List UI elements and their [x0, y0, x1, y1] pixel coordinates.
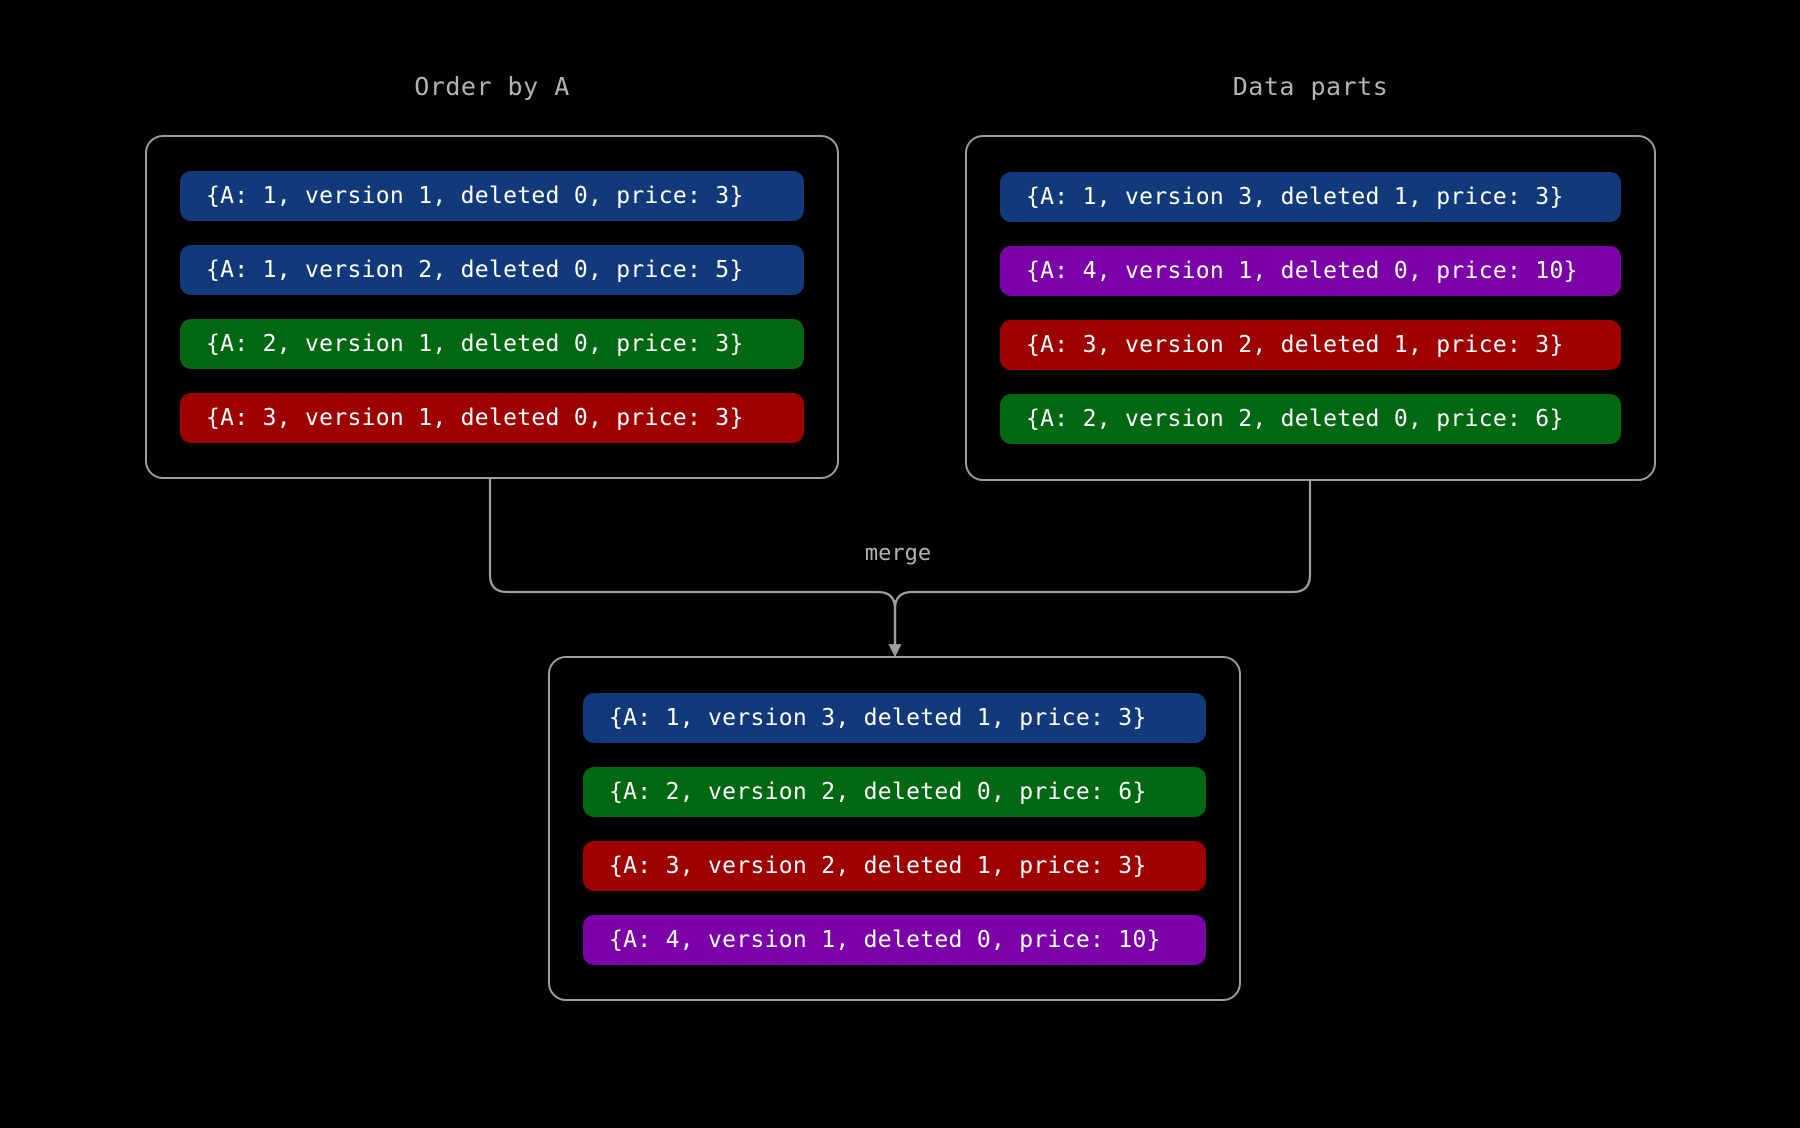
merge-edge-label: merge [864, 541, 932, 566]
record-row[interactable]: {A: 2, version 1, deleted 0, price: 3} [180, 319, 804, 369]
record-row[interactable]: {A: 3, version 2, deleted 1, price: 3} [1000, 320, 1621, 370]
record-row[interactable]: {A: 4, version 1, deleted 0, price: 10} [583, 914, 1206, 965]
record-list-data-parts: {A: 1, version 3, deleted 1, price: 3} {… [967, 172, 1654, 444]
group-title-data-parts: Data parts [1232, 72, 1389, 101]
record-row[interactable]: {A: 2, version 2, deleted 0, price: 6} [1000, 394, 1621, 444]
record-row[interactable]: {A: 2, version 2, deleted 0, price: 6} [583, 766, 1206, 817]
panel-merged-result: {A: 1, version 3, deleted 1, price: 3} {… [548, 656, 1241, 1001]
panel-order-by-a: {A: 1, version 1, deleted 0, price: 3} {… [145, 135, 839, 479]
record-row[interactable]: {A: 1, version 3, deleted 1, price: 3} [1000, 172, 1621, 222]
panel-data-parts: {A: 1, version 3, deleted 1, price: 3} {… [965, 135, 1656, 481]
record-list-merged: {A: 1, version 3, deleted 1, price: 3} {… [550, 692, 1239, 965]
edge-left-to-merge [488, 479, 897, 650]
edge-right-to-merge [893, 481, 1312, 650]
record-row[interactable]: {A: 1, version 3, deleted 1, price: 3} [583, 692, 1206, 743]
record-row[interactable]: {A: 3, version 1, deleted 0, price: 3} [180, 393, 804, 443]
record-row[interactable]: {A: 1, version 2, deleted 0, price: 5} [180, 245, 804, 295]
record-row[interactable]: {A: 1, version 1, deleted 0, price: 3} [180, 171, 804, 221]
record-row[interactable]: {A: 4, version 1, deleted 0, price: 10} [1000, 246, 1621, 296]
group-title-order-by-a: Order by A [414, 72, 570, 101]
record-list-order-by-a: {A: 1, version 1, deleted 0, price: 3} {… [147, 171, 837, 443]
record-row[interactable]: {A: 3, version 2, deleted 1, price: 3} [583, 840, 1206, 891]
